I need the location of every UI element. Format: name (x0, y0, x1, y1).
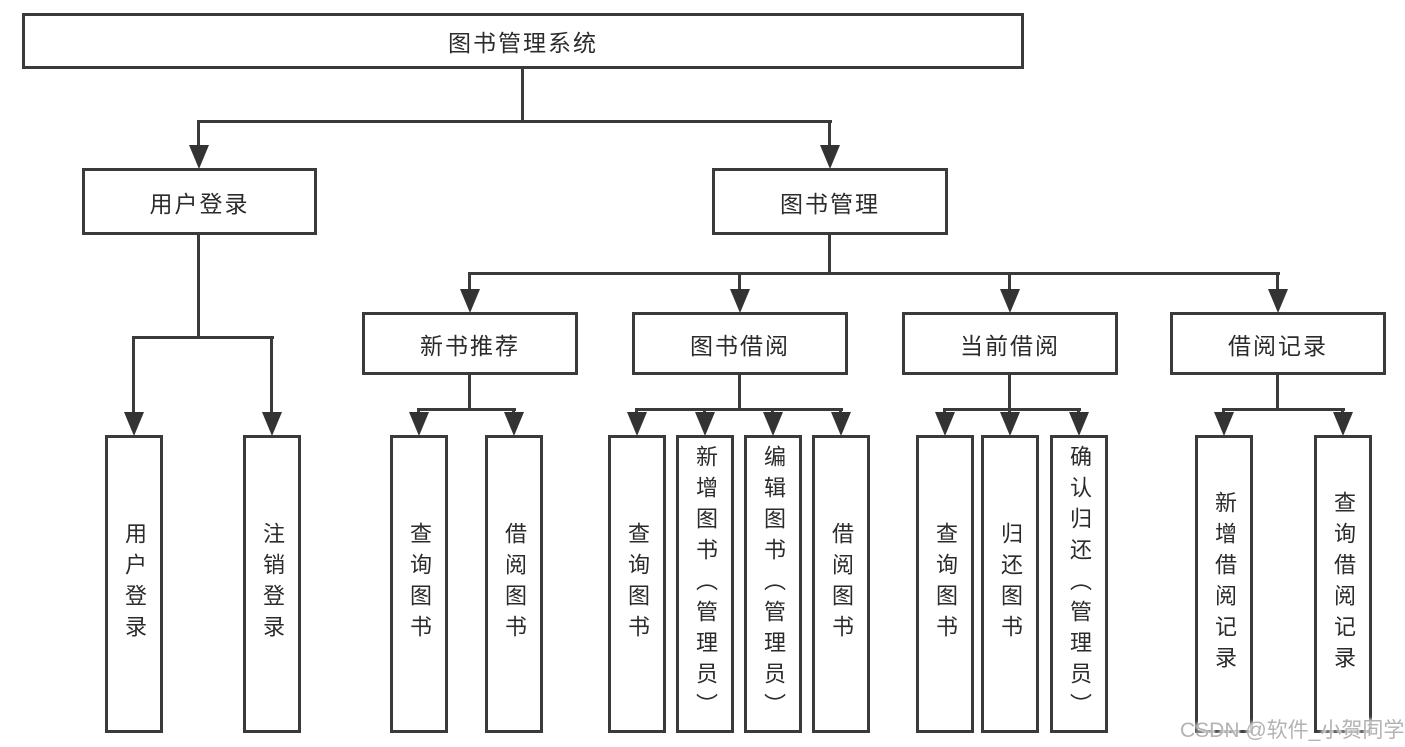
node-label-leaf-logout: 注销登录 (260, 522, 285, 646)
connector-stem-book-management (828, 235, 831, 275)
connector-arrowhead-down-book-borrowing-3 (831, 412, 851, 436)
node-borrowing-records: 借阅记录 (1170, 312, 1386, 375)
connector-arrowhead-down-root-0 (189, 145, 209, 169)
node-leaf-borrow-books-borrowing: 借阅图书 (812, 435, 870, 733)
node-label-leaf-add-borrow-record: 新增借阅记录 (1212, 491, 1237, 677)
node-label-leaf-return-books: 归还图书 (998, 522, 1023, 646)
node-leaf-query-books-current: 查询图书 (916, 435, 974, 733)
node-label-leaf-edit-books-admin: 编辑图书（管理员） (761, 444, 786, 724)
connector-arrowhead-down-user-login-0 (124, 412, 144, 436)
connector-drop-root-1 (828, 120, 831, 150)
connector-arrowhead-down-new-book-recommend-1 (504, 412, 524, 436)
connector-arrowhead-down-book-management-1 (730, 289, 750, 313)
connector-stem-new-book-recommend (468, 375, 471, 411)
connector-stem-current-borrowing (1008, 375, 1011, 411)
node-leaf-confirm-return-admin: 确认归还（管理员） (1050, 435, 1108, 733)
node-label-borrowing-records: 借阅记录 (1228, 332, 1328, 359)
node-label-leaf-query-borrow-record: 查询借阅记录 (1331, 491, 1356, 677)
connector-drop-book-management-2 (1008, 272, 1011, 294)
connector-drop-book-management-3 (1276, 272, 1279, 294)
connector-arrowhead-down-new-book-recommend-0 (409, 412, 429, 436)
node-leaf-add-borrow-record: 新增借阅记录 (1195, 435, 1253, 733)
connector-arrowhead-down-current-borrowing-0 (935, 412, 955, 436)
node-label-leaf-add-books-admin: 新增图书（管理员） (693, 444, 718, 724)
node-book-management: 图书管理 (712, 168, 948, 235)
connector-arrowhead-down-book-management-2 (1000, 289, 1020, 313)
csdn-watermark: CSDN @软件_小贺同学 (1180, 719, 1405, 742)
node-leaf-borrow-books-recommend: 借阅图书 (485, 435, 543, 733)
node-current-borrowing: 当前借阅 (902, 312, 1118, 375)
node-leaf-query-books-borrowing: 查询图书 (608, 435, 666, 733)
connector-bar-new-book-recommend (417, 408, 516, 411)
node-root: 图书管理系统 (22, 13, 1024, 69)
connector-bar-root (197, 120, 832, 123)
node-leaf-query-books-recommend: 查询图书 (390, 435, 448, 733)
node-label-leaf-query-books-borrowing: 查询图书 (625, 522, 650, 646)
connector-arrowhead-down-book-borrowing-1 (695, 412, 715, 436)
node-leaf-edit-books-admin: 编辑图书（管理员） (744, 435, 802, 733)
node-leaf-logout: 注销登录 (243, 435, 301, 733)
node-label-book-borrowing: 图书借阅 (690, 332, 790, 359)
connector-arrowhead-down-book-borrowing-2 (763, 412, 783, 436)
connector-stem-book-borrowing (738, 375, 741, 411)
connector-stem-user-login (197, 235, 200, 339)
node-label-leaf-query-books-recommend: 查询图书 (407, 522, 432, 646)
connector-bar-book-management (468, 272, 1280, 275)
node-label-leaf-borrow-books-recommend: 借阅图书 (502, 522, 527, 646)
node-user-login: 用户登录 (82, 168, 317, 235)
node-leaf-return-books: 归还图书 (981, 435, 1039, 733)
node-leaf-add-books-admin: 新增图书（管理员） (676, 435, 734, 733)
node-label-root: 图书管理系统 (448, 30, 598, 56)
node-leaf-query-borrow-record: 查询借阅记录 (1314, 435, 1372, 733)
connector-drop-book-management-0 (468, 272, 471, 294)
node-label-book-management: 图书管理 (780, 190, 880, 217)
connector-arrowhead-down-book-borrowing-0 (627, 412, 647, 436)
connector-arrowhead-down-user-login-1 (262, 412, 282, 436)
node-leaf-user-login: 用户登录 (105, 435, 163, 733)
connector-arrowhead-down-book-management-3 (1268, 289, 1288, 313)
node-book-borrowing: 图书借阅 (632, 312, 848, 375)
node-label-leaf-borrow-books-borrowing: 借阅图书 (829, 522, 854, 646)
connector-bar-borrowing-records (1222, 408, 1345, 411)
connector-arrowhead-down-book-management-0 (460, 289, 480, 313)
node-label-leaf-confirm-return-admin: 确认归还（管理员） (1067, 444, 1092, 724)
connector-drop-root-0 (197, 120, 200, 150)
connector-drop-user-login-1 (270, 336, 273, 417)
connector-stem-root (521, 69, 524, 123)
connector-arrowhead-down-borrowing-records-1 (1333, 412, 1353, 436)
connector-arrowhead-down-current-borrowing-2 (1069, 412, 1089, 436)
connector-arrowhead-down-root-1 (820, 145, 840, 169)
connector-bar-user-login (132, 336, 274, 339)
node-new-book-recommend: 新书推荐 (362, 312, 578, 375)
connector-drop-book-management-1 (738, 272, 741, 294)
node-label-leaf-query-books-current: 查询图书 (933, 522, 958, 646)
connector-stem-borrowing-records (1276, 375, 1279, 411)
node-label-current-borrowing: 当前借阅 (960, 332, 1060, 359)
connector-drop-user-login-0 (132, 336, 135, 417)
connector-arrowhead-down-borrowing-records-0 (1214, 412, 1234, 436)
connector-bar-book-borrowing (635, 408, 843, 411)
connector-bar-current-borrowing (943, 408, 1081, 411)
connector-arrowhead-down-current-borrowing-1 (1000, 412, 1020, 436)
node-label-new-book-recommend: 新书推荐 (420, 332, 520, 359)
node-label-leaf-user-login: 用户登录 (122, 522, 147, 646)
node-label-user-login: 用户登录 (149, 190, 250, 217)
